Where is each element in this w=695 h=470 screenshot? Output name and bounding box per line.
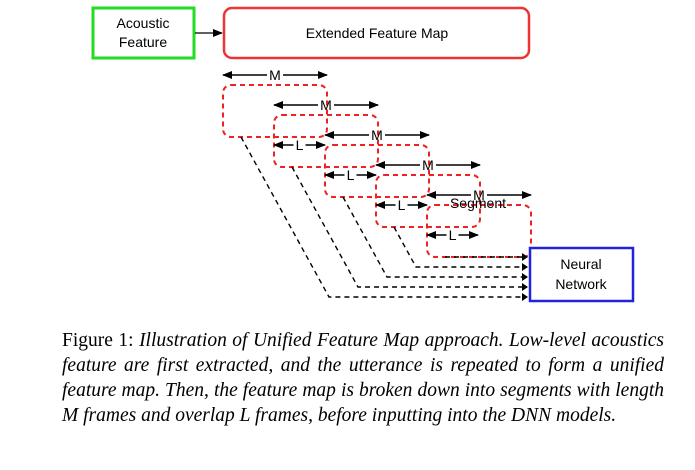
extended-feature-map-label: Extended Feature Map xyxy=(306,25,449,41)
caption-text: Illustration of Unified Feature Map appr… xyxy=(62,330,664,426)
connector-arrowhead xyxy=(522,273,528,281)
segment-length-arrow-label: M xyxy=(371,127,383,143)
segment-length-arrow: M xyxy=(222,67,328,83)
segment-overlap-arrow: L xyxy=(375,197,428,213)
segment-connector xyxy=(240,136,522,298)
segment-overlap-arrow-label: L xyxy=(347,167,355,183)
extended-feature-map-box xyxy=(222,6,531,60)
acoustic-feature-label-line2: Feature xyxy=(119,34,167,50)
segment-connector xyxy=(291,166,522,288)
caption-prefix: Figure 1: xyxy=(62,330,140,351)
extended-feature-map-node: Extended Feature Map xyxy=(222,6,531,60)
acoustic-feature-box xyxy=(91,6,196,60)
segment-length-arrow: M xyxy=(426,187,532,203)
neural-network-node: Neural Network xyxy=(528,246,635,303)
segment xyxy=(426,204,532,261)
segment-box xyxy=(426,204,532,258)
segment-length-arrow-label: M xyxy=(422,157,434,173)
acoustic-feature-node: Acoustic Feature xyxy=(91,6,196,60)
acoustic-feature-label-line1: Acoustic xyxy=(117,15,170,31)
segment-length-arrow: M xyxy=(324,127,430,143)
segment-length-arrow: M xyxy=(375,157,481,173)
segment-overlap-arrow-label: L xyxy=(449,227,457,243)
feature-map-diagram: Acoustic Feature Extended Feature Map MM… xyxy=(91,6,635,303)
segment-connector xyxy=(342,196,522,278)
segment-length-arrow-label: M xyxy=(320,97,332,113)
connector-arrowhead xyxy=(522,293,528,301)
neural-network-label-line2: Network xyxy=(555,276,607,292)
neural-network-label-line1: Neural xyxy=(560,256,601,272)
segment-length-arrow: M xyxy=(273,97,379,113)
neural-network-box xyxy=(528,246,635,303)
segment-overlap-arrow-label: L xyxy=(398,197,406,213)
segment-overlap-arrow: L xyxy=(273,137,326,153)
segment-overlap-arrow: L xyxy=(324,167,377,183)
segment-label: Segment xyxy=(450,195,506,211)
connector-arrowhead xyxy=(522,283,528,291)
segment-length-arrow-label: M xyxy=(269,67,281,83)
segment-overlap-arrow: L xyxy=(426,227,479,243)
segment-overlap-arrow-label: L xyxy=(296,137,304,153)
segment-length-arrow-label: M xyxy=(473,187,485,203)
connector-arrowhead xyxy=(522,263,528,271)
segments-group: M M L M L M L M L xyxy=(222,67,532,301)
figure-caption: Figure 1: Illustration of Unified Featur… xyxy=(62,328,664,428)
segment-connector xyxy=(393,226,522,268)
connector-arrowhead xyxy=(522,253,528,261)
